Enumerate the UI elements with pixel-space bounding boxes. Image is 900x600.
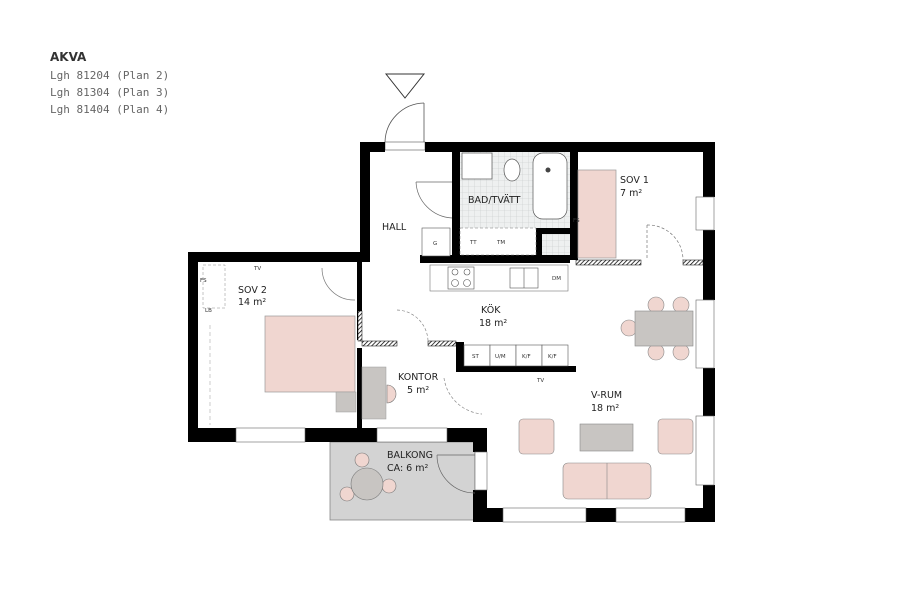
room-area-balkong: CA: 6 m² [387, 463, 429, 474]
dining-set [620, 296, 694, 361]
fixture-label-um: U/M [495, 354, 506, 360]
kok-door[interactable] [396, 309, 429, 342]
project-title: AKVA [50, 50, 87, 64]
sov1-door[interactable] [646, 224, 684, 261]
office-chair [386, 384, 397, 404]
room-label-sov2: SOV 2 [238, 285, 267, 296]
walls [188, 142, 715, 522]
unit-line: Lgh 81204 (Plan 2) [50, 69, 170, 82]
partition-wall [682, 259, 704, 266]
bed-sov1 [577, 169, 617, 259]
laundry-machines [459, 227, 537, 256]
partition-wall [427, 340, 457, 347]
fixture-label-kf: K/F [522, 354, 531, 360]
armchair [657, 418, 694, 455]
fixture-label-lb: LB [205, 308, 212, 314]
room-label-sov1: SOV 1 [620, 175, 649, 186]
fixture-label-tv: TV [253, 266, 261, 272]
fixture-label-fs: FS [573, 218, 580, 224]
toilet [503, 158, 521, 182]
entrance-arrow-icon [384, 73, 426, 99]
kontor-door[interactable] [443, 377, 483, 415]
fixture-label-kf: K/F [548, 354, 557, 360]
balcony-door[interactable] [436, 454, 476, 494]
entrance-door[interactable] [384, 102, 426, 151]
bath-door[interactable] [415, 181, 453, 219]
stove [447, 266, 475, 290]
bathtub [532, 152, 568, 220]
room-label-vrum: V-RUM [591, 390, 622, 401]
appliance-row [463, 344, 569, 367]
fixture-label-tt: TT [469, 240, 477, 246]
windows [235, 196, 715, 523]
sink [461, 152, 493, 180]
room-label-hall: HALL [382, 222, 407, 233]
partition-wall [357, 310, 363, 342]
unit-line: Lgh 81404 (Plan 4) [50, 103, 170, 116]
partition-wall [575, 259, 642, 266]
room-label-balkong: BALKONG [387, 450, 433, 461]
room-area-kok: 18 m² [479, 318, 507, 329]
room-area-sov2: 14 m² [238, 297, 266, 308]
coffee-table [579, 423, 634, 452]
fixture-label-tv: TV [536, 378, 544, 384]
bed-sov2 [264, 315, 356, 393]
fixture-label-g: G [433, 241, 437, 247]
balcony-furniture [339, 452, 397, 502]
desk [361, 366, 387, 420]
fixture-label-st: ST [472, 354, 479, 360]
room-area-kontor: 5 m² [407, 385, 429, 396]
room-label-kontor: KONTOR [398, 372, 439, 383]
sov2-door[interactable] [321, 267, 356, 301]
unit-line: Lgh 81304 (Plan 3) [50, 86, 170, 99]
room-label-kok: KÖK [481, 305, 501, 316]
fixture-label-dm: DM [552, 276, 561, 282]
wardrobe-g [421, 227, 451, 257]
room-area-sov1: 7 m² [620, 188, 642, 199]
room-label-bad: BAD/TVÄTT [468, 195, 521, 206]
nightstand [335, 391, 357, 413]
plan-header: AKVA Lgh 81204 (Plan 2) Lgh 81304 (Plan … [50, 50, 169, 118]
partition-wall [361, 340, 398, 347]
closet [202, 264, 226, 309]
room-area-vrum: 18 m² [591, 403, 619, 414]
fixture-label-fs: FS [200, 278, 207, 284]
fixture-label-tm: TM [496, 240, 505, 246]
armchair [518, 418, 555, 455]
kitchen-counter [429, 264, 569, 292]
